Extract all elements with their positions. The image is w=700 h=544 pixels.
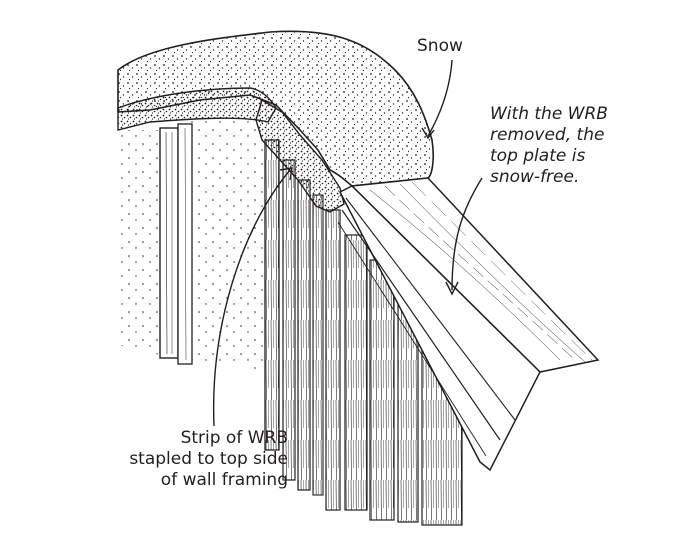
top-plate-leader-arrowhead xyxy=(445,281,459,296)
snow-label: Snow xyxy=(417,36,463,57)
left-studs xyxy=(159,123,193,365)
snow-wall-surface xyxy=(118,120,265,370)
top-plate-note-line: With the WRB xyxy=(490,104,608,124)
wrb-strip-label-line: Strip of WRB xyxy=(180,428,288,448)
wrb-strip-label-line: stapled to top side xyxy=(129,449,288,469)
top-plate xyxy=(337,177,600,472)
wrb-leader xyxy=(212,169,291,427)
top-plate-note-line: top plate is xyxy=(490,146,586,166)
top-plate-note: With the WRB removed, the top plate is s… xyxy=(490,104,608,188)
top-plate-leader xyxy=(451,177,483,291)
snow-leader-arrowhead xyxy=(421,127,435,140)
wrb-leader-arrowhead xyxy=(279,167,293,181)
snow-label-text: Snow xyxy=(417,36,463,56)
top-plate-note-line: removed, the xyxy=(490,125,605,145)
snow-leader xyxy=(427,59,453,137)
top-plate-note-line: snow-free. xyxy=(490,167,580,187)
wrb-strip-label-line: of wall framing xyxy=(160,470,288,490)
snow-mass xyxy=(117,30,435,213)
leader-lines xyxy=(212,59,483,427)
wrb-strip-label: Strip of WRB stapled to top side of wall… xyxy=(108,428,288,491)
